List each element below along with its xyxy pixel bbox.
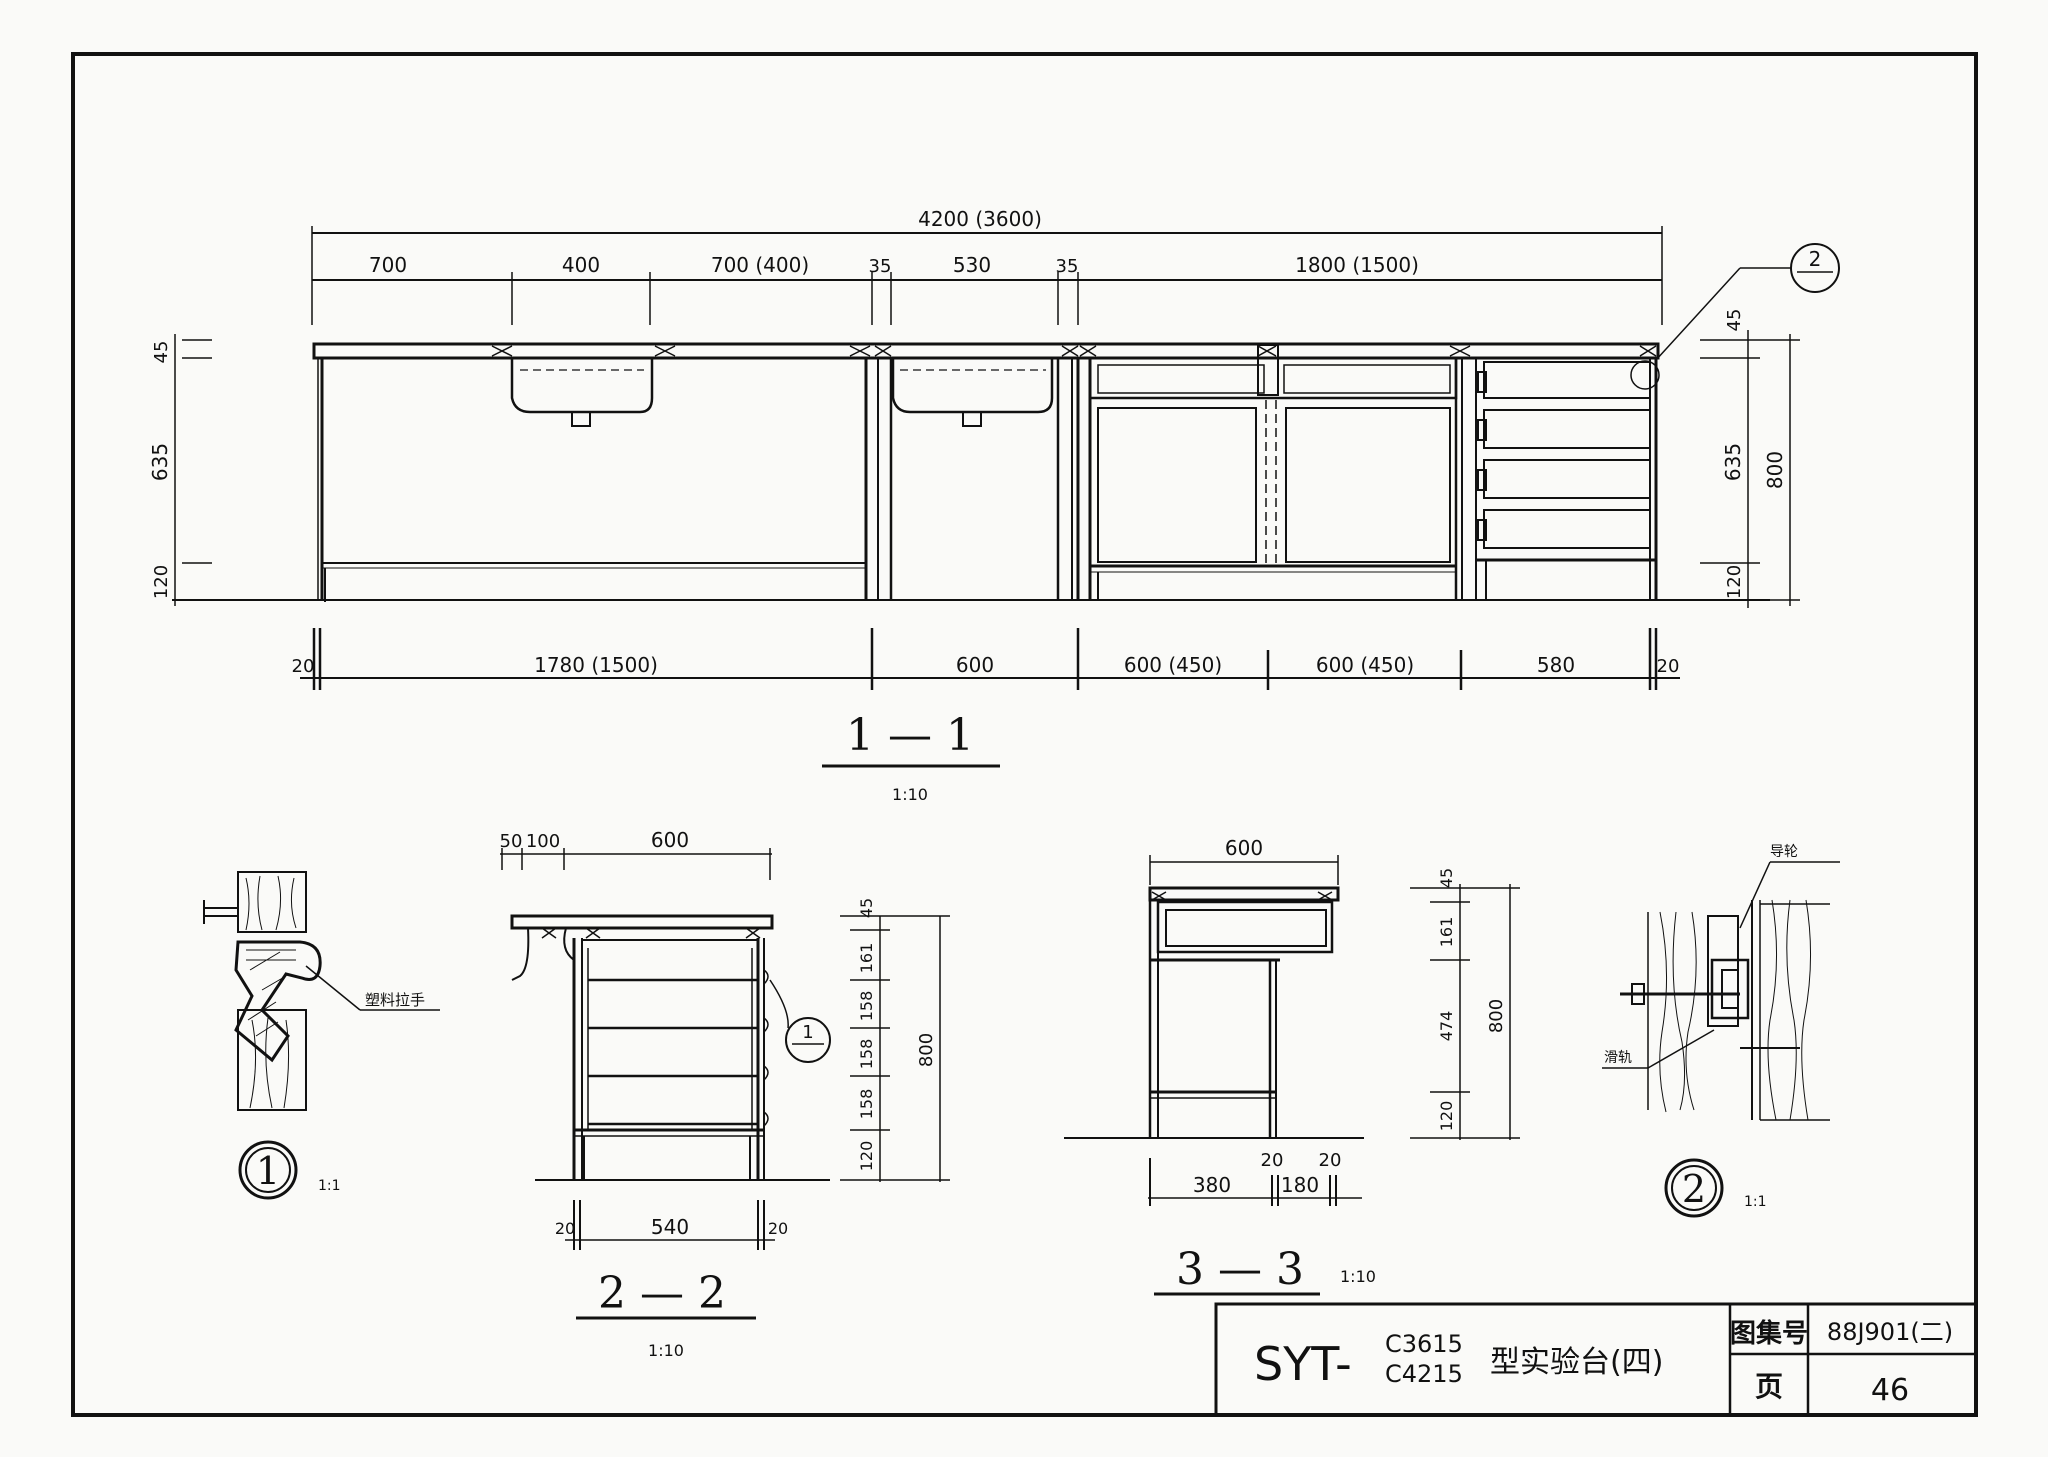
s2-dim-right-1: 161: [857, 943, 876, 974]
dim-top-3: 35: [869, 256, 892, 277]
s3-dim-right-1: 161: [1437, 917, 1456, 948]
title-model-b: C4215: [1385, 1360, 1463, 1388]
s3-dim-right-2: 474: [1437, 1011, 1456, 1042]
s2-dim-top-0: 50: [500, 831, 523, 852]
dim-right-3: 800: [1763, 451, 1787, 489]
title-model-a: C3615: [1385, 1330, 1463, 1358]
callout-2-label: 2: [1809, 247, 1822, 271]
s3-dim-bottom-0: 20: [1261, 1150, 1284, 1171]
section-3: 600 45 161 474 120 800: [1064, 836, 1520, 1296]
section-1-scale: 1:10: [892, 785, 928, 804]
dim-bottom-4: 600 (450): [1316, 653, 1414, 677]
detail-2-label-top: 导轮: [1770, 844, 1798, 860]
s2-dim-right-4: 158: [857, 1089, 876, 1120]
s2-dim-top-2: 600: [651, 828, 689, 852]
dim-top-0: 700: [369, 253, 407, 277]
s3-dim-bottom-3: 180: [1281, 1173, 1319, 1197]
s2-dim-right-5: 120: [857, 1141, 876, 1172]
dim-bottom-1: 1780 (1500): [534, 653, 658, 677]
s3-dim-bottom-2: 380: [1193, 1173, 1231, 1197]
s2-dim-right-0: 45: [857, 898, 876, 918]
section-3-mark: 3 — 3: [1176, 1244, 1304, 1295]
s3-dim-top-0: 600: [1225, 836, 1263, 860]
s3-dim-bottom-1: 20: [1319, 1150, 1342, 1171]
section-2-scale: 1:10: [648, 1341, 684, 1360]
dim-overall: 4200 (3600): [918, 207, 1042, 231]
detail-1-scale: 1:1: [318, 1178, 341, 1194]
dim-left-1: 635: [148, 443, 172, 481]
s3-dim-right-4: 800: [1486, 999, 1507, 1033]
sheet-border: [71, 52, 1978, 1417]
atlas-value: 88J901(二): [1827, 1318, 1953, 1346]
s2-dim-right-2: 158: [857, 991, 876, 1022]
title-name: 型实验台(四): [1490, 1345, 1663, 1380]
dim-right-0: 45: [1724, 309, 1745, 332]
atlas-label: 图集号: [1730, 1318, 1808, 1349]
dim-bottom-5: 580: [1537, 653, 1575, 677]
s2-callout: 1: [802, 1022, 813, 1043]
dim-right-1: 635: [1721, 443, 1745, 481]
dim-top-2: 700 (400): [711, 253, 809, 277]
section-2-mark: 2 — 2: [598, 1268, 726, 1319]
dim-bottom-0: 20: [292, 656, 315, 677]
detail-1-label: 塑料拉手: [365, 991, 425, 1009]
dim-top-1: 400: [562, 253, 600, 277]
section-2: 50 100 600: [500, 828, 950, 1360]
s2-dim-bottom-0: 20: [555, 1219, 575, 1238]
section-1-elevation: 4200 (3600) 700 400 700 (400) 35 530 35 …: [148, 207, 1840, 804]
s3-dim-right-3: 120: [1437, 1101, 1456, 1132]
page-label: 页: [1755, 1370, 1783, 1403]
title-block: SYT- C3615 C4215 型实验台(四) 图集号 88J901(二) 页…: [1214, 1302, 1978, 1417]
dim-top-5: 35: [1056, 256, 1079, 277]
section-1-mark: 1 — 1: [846, 710, 974, 761]
dim-top-6: 1800 (1500): [1295, 253, 1419, 277]
detail-2-label-bottom: 滑轨: [1604, 1049, 1632, 1066]
dim-right-2: 120: [1724, 565, 1745, 599]
s2-dim-bottom-1: 540: [651, 1215, 689, 1239]
dim-bottom-3: 600 (450): [1124, 653, 1222, 677]
s3-dim-right-0: 45: [1437, 868, 1456, 888]
detail-2-scale: 1:1: [1744, 1194, 1767, 1210]
detail-2: 导轮 滑轨 2 1:1: [1602, 844, 1840, 1218]
s2-dim-bottom-2: 20: [768, 1219, 788, 1238]
section-3-scale: 1:10: [1340, 1267, 1376, 1286]
dim-top-4: 530: [953, 253, 991, 277]
s2-dim-right-6: 800: [916, 1033, 937, 1067]
page-value: 46: [1871, 1373, 1909, 1408]
s2-dim-top-1: 100: [526, 831, 560, 852]
dim-bottom-2: 600: [956, 653, 994, 677]
detail-2-mark: 2: [1682, 1167, 1706, 1211]
dim-bottom-6: 20: [1657, 656, 1680, 677]
dim-left-2: 120: [151, 565, 172, 599]
s2-dim-right-3: 158: [857, 1039, 876, 1070]
detail-1: 塑料拉手 1 1:1: [203, 871, 440, 1200]
detail-1-mark: 1: [256, 1149, 280, 1193]
title-prefix: SYT-: [1254, 1337, 1352, 1391]
dim-left-0: 45: [151, 341, 172, 364]
